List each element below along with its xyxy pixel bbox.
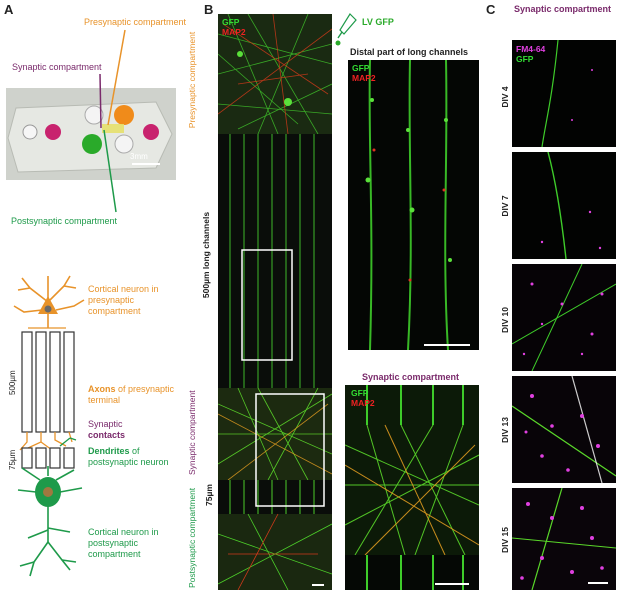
b-main-scale-bar	[312, 584, 324, 586]
lv-gfp-label: LV GFP	[362, 17, 394, 27]
b-distal-gfp-label: GFP	[352, 63, 370, 73]
label-synaptic-compartment: Synaptic compartment	[12, 62, 102, 72]
label-contacts-bold: contacts	[88, 430, 126, 440]
long-channels	[21, 331, 75, 433]
label-cortical-post: Cortical neuron in postsynaptic compartm…	[88, 527, 159, 559]
micrograph-distal-channels: GFP MAP2	[348, 60, 479, 350]
div-label-1: DIV 4	[500, 86, 510, 108]
micrograph-synaptic-zoom: GFP MAP2	[345, 385, 479, 590]
b-synaptic-map2-label: MAP2	[351, 398, 375, 408]
c-gfp-label: GFP	[516, 54, 534, 64]
b-synaptic-gfp-label: GFP	[351, 388, 369, 398]
label-presynaptic-compartment: Presynaptic compartment	[84, 17, 187, 27]
c-fm-label: FM4-64	[516, 44, 546, 54]
div-tile-4	[512, 376, 616, 483]
photo-scale-label: 3mm	[130, 152, 148, 161]
postsynaptic-neuron-dendrites	[17, 466, 83, 577]
presynaptic-nucleus	[44, 305, 52, 313]
label-b-synaptic: Synaptic compartment	[187, 390, 197, 475]
label-b-long-channels: 500µm long channels	[201, 211, 211, 299]
label-75um-schematic: 75µm	[8, 449, 17, 470]
div-label-3: DIV 10	[500, 307, 510, 333]
label-dendrites-rest: of postsynaptic neuron	[88, 446, 169, 467]
panel-letter-c: C	[486, 2, 496, 17]
div-tile-5	[512, 488, 616, 590]
div-tile-2-drawing	[512, 152, 616, 259]
label-dendrites-bold: Dendrites	[88, 446, 130, 456]
neuron-schematic	[13, 275, 85, 577]
panel-letter-b: B	[204, 2, 214, 17]
device-photo-drawing	[6, 88, 176, 180]
device-photo: 3mm	[6, 88, 176, 180]
micrograph-distal-channels-drawing	[348, 60, 479, 350]
label-500um-schematic: 500µm	[8, 370, 17, 395]
panel-letter-a: A	[4, 2, 14, 17]
b-main-map2-label: MAP2	[222, 27, 246, 37]
pipette-icon	[335, 13, 357, 46]
div-label-2: DIV 7	[500, 195, 510, 217]
label-postsynaptic-compartment: Postsynaptic compartment	[11, 216, 118, 226]
label-dendrites-postsynaptic: Dendrites of postsynaptic neuron	[88, 446, 178, 468]
c-title: Synaptic compartment	[514, 4, 612, 14]
distal-title: Distal part of long channels	[350, 47, 469, 57]
dendrite-tips	[59, 437, 77, 447]
div-tile-5-drawing	[512, 488, 616, 590]
b-distal-scale-bar	[424, 344, 470, 346]
b-distal-map2-label: MAP2	[352, 73, 376, 83]
postsynaptic-nucleus	[43, 487, 53, 497]
micrograph-synaptic-zoom-drawing	[345, 385, 479, 590]
short-channels	[21, 447, 75, 469]
div-label-5: DIV 15	[500, 527, 510, 553]
b-synaptic-scale-bar	[435, 583, 469, 585]
micrograph-full-device: GFP MAP2	[218, 14, 332, 590]
micrograph-full-device-drawing	[218, 14, 332, 590]
photo-scale-bar	[132, 163, 160, 165]
div-tile-1-drawing	[512, 40, 616, 147]
presynaptic-neuron-dendrites	[13, 275, 85, 313]
label-axons-rest: of presynaptic terminal	[88, 384, 175, 405]
div-tile-4-drawing	[512, 376, 616, 483]
label-b-75um: 75µm	[204, 484, 214, 506]
b-main-gfp-label: GFP	[222, 17, 240, 27]
c-scale-bar	[588, 582, 608, 584]
div-label-4: DIV 13	[500, 417, 510, 443]
div-tile-1: FM4-64 GFP	[512, 40, 616, 147]
div-tile-2	[512, 152, 616, 259]
label-axons-presynaptic-terminal: Axons of presynaptic terminal	[88, 384, 178, 406]
synaptic-zoom-title: Synaptic compartment	[362, 372, 460, 382]
div-tile-3-drawing	[512, 264, 616, 371]
panel-a-pointer-lines	[99, 29, 126, 213]
label-b-presynaptic: Presynaptic compartment	[187, 31, 197, 129]
presynaptic-soma	[38, 296, 58, 314]
label-axons-bold: Axons	[88, 384, 116, 394]
label-synaptic-word: Synaptic	[88, 419, 123, 429]
label-synaptic-contacts: Synaptic contacts	[88, 419, 178, 441]
label-cortical-pre: Cortical neuron in presynaptic compartme…	[88, 284, 159, 316]
div-tile-3	[512, 264, 616, 371]
label-b-postsynaptic: Postsynaptic compartment	[187, 487, 197, 588]
axon-terminals	[19, 431, 73, 451]
